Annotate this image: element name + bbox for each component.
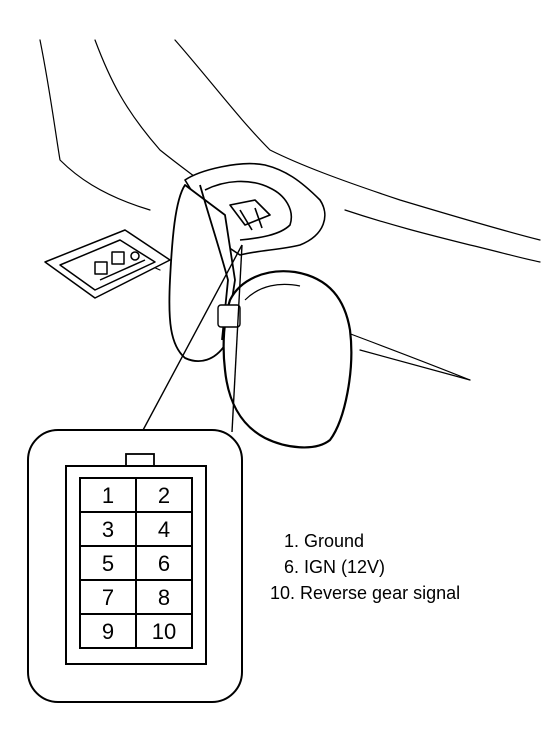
dome-light-housing — [44, 229, 171, 299]
connector-pin-label: 6 — [158, 551, 170, 576]
connector-pin-6: 6 — [135, 545, 193, 581]
connector-face: 1 2 3 4 5 6 7 8 9 10 — [65, 453, 207, 665]
legend-item: 6. IGN (12V) — [284, 557, 385, 577]
connector-pin-9: 9 — [79, 613, 137, 649]
connector-pin-4: 4 — [135, 511, 193, 547]
connector-pin-label: 9 — [102, 619, 114, 644]
connector-pin-8: 8 — [135, 579, 193, 615]
connector-pin-cell — [135, 579, 193, 615]
connector-pin-grid: 1 2 3 4 5 6 7 8 9 10 — [79, 477, 193, 649]
connector-pin-2: 2 — [135, 477, 193, 513]
connector-pin-label: 10 — [152, 619, 176, 644]
connector-pin-label: 8 — [158, 585, 170, 610]
connector-pin-label: 2 — [158, 483, 170, 508]
connector-pin-label: 4 — [158, 517, 170, 542]
connector-pin-cell — [135, 545, 193, 581]
callout-leader-lines — [141, 244, 243, 433]
connector-pin-cell — [135, 613, 193, 649]
connector-pin-5: 5 — [79, 545, 137, 581]
connector-pin-10: 10 — [135, 613, 193, 649]
connector-pin-label: 1 — [102, 483, 114, 508]
mirror-glass — [222, 270, 353, 449]
connector-latch-tab — [125, 453, 155, 467]
connector-pin-1: 1 — [79, 477, 137, 513]
mount-clip — [217, 304, 241, 328]
legend-item: 1. Ground — [284, 531, 364, 551]
legend-item: 10. Reverse gear signal — [270, 583, 460, 603]
pin-legend: 1. Ground 6. IGN (12V) 10. Reverse gear si… — [270, 531, 460, 603]
connector-pin-label: 5 — [102, 551, 114, 576]
connector-pin-7: 7 — [79, 579, 137, 615]
connector-pin-label: 3 — [102, 517, 114, 542]
vehicle-interior-outline — [39, 39, 541, 381]
connector-pin-cell — [135, 511, 193, 547]
connector-pin-3: 3 — [79, 511, 137, 547]
connector-pin-label: 7 — [102, 585, 114, 610]
